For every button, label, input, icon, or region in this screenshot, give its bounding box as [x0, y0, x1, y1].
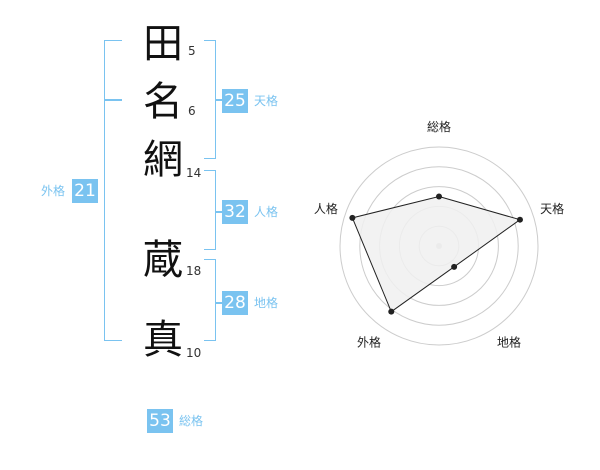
tenkaku-bracket-tick: [216, 99, 222, 101]
soukaku-label: 総格: [179, 414, 204, 428]
radar-axis-label-1: 総格: [427, 119, 451, 134]
radar-ring: [339, 146, 539, 346]
gaikaku-bracket: [104, 40, 122, 341]
soukaku-badge: 53: [147, 409, 173, 433]
jinkaku-bracket: [204, 170, 216, 250]
stroke-count-3: 14: [186, 166, 202, 180]
radar-axis-label-3: 地格: [497, 334, 521, 349]
radar-series-area: [351, 195, 522, 313]
gaikaku-bracket-tick: [104, 99, 122, 101]
radar-axis-label-2: 天格: [540, 201, 564, 216]
chikaku-bracket: [204, 259, 216, 341]
name-char-5: 真: [143, 317, 183, 363]
chikaku-bracket-tick: [216, 302, 222, 304]
gaikaku-badge: 21: [72, 179, 98, 203]
name-char-3: 網: [143, 137, 183, 183]
stroke-count-5: 10: [186, 346, 202, 360]
radar-ring: [359, 166, 519, 326]
jinkaku-label: 人格: [254, 205, 279, 219]
tenkaku-badge: 25: [222, 89, 248, 113]
radar-point-1: [436, 193, 442, 200]
radar-axis-label-5: 人格: [314, 201, 338, 216]
name-char-1: 田: [143, 21, 183, 67]
stroke-count-2: 6: [188, 104, 196, 118]
radar-axis-label-4: 外格: [357, 334, 381, 349]
jinkaku-badge: 32: [222, 200, 248, 224]
gaikaku-label: 外格: [41, 184, 66, 198]
name-char-4: 蔵: [143, 237, 183, 283]
tenkaku-bracket: [204, 40, 216, 159]
chikaku-label: 地格: [254, 296, 279, 310]
chikaku-badge: 28: [222, 291, 248, 315]
radar-point-2: [516, 216, 523, 223]
radar-point-5: [349, 214, 356, 221]
radar-point-4: [388, 308, 395, 315]
radar-point-3: [451, 263, 458, 270]
stroke-count-4: 18: [186, 264, 202, 278]
stroke-count-1: 5: [188, 44, 196, 58]
jinkaku-bracket-tick: [216, 211, 222, 213]
tenkaku-label: 天格: [254, 94, 279, 108]
name-char-2: 名: [143, 79, 183, 125]
